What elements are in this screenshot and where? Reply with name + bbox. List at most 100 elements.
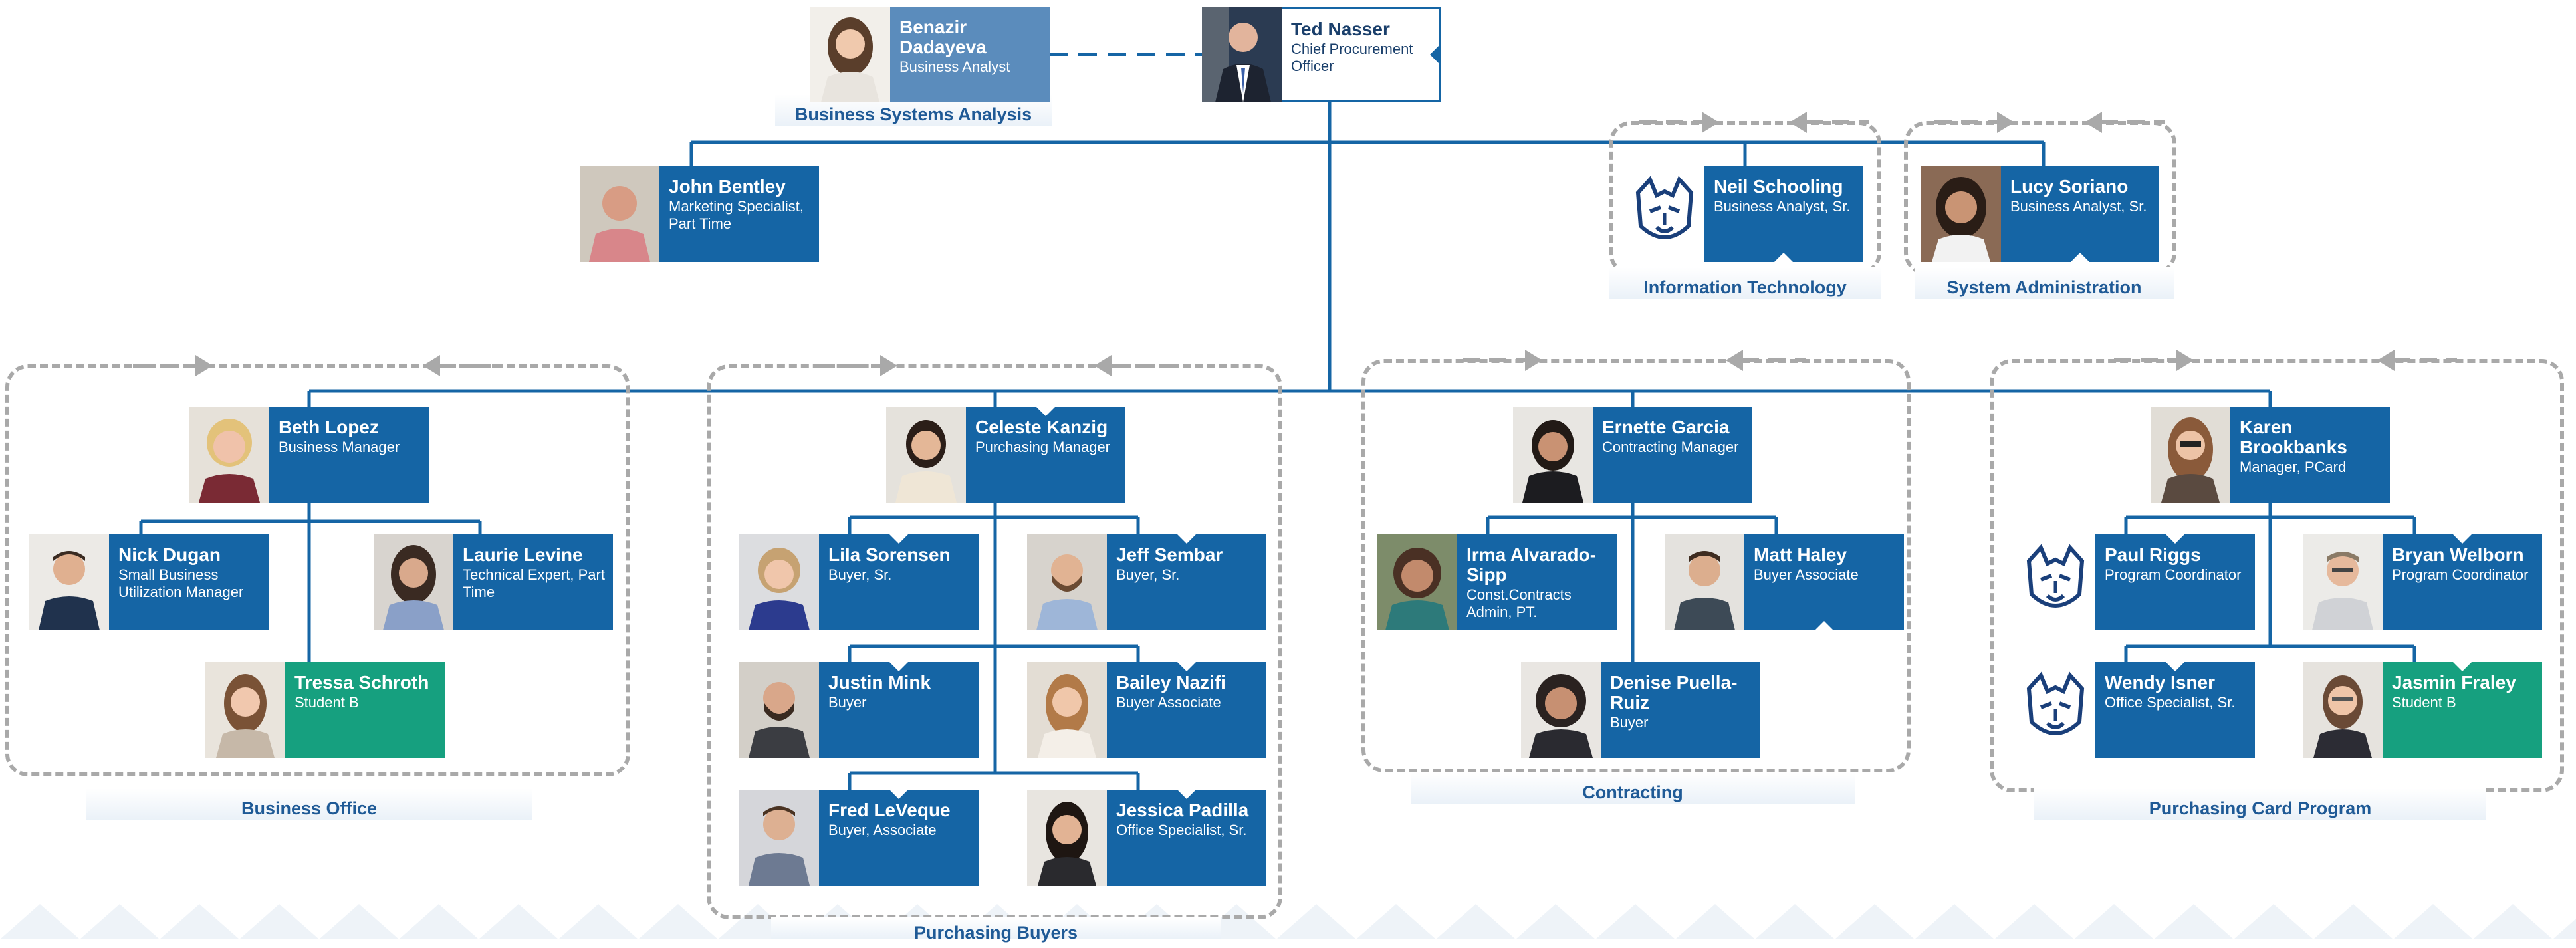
group-label-business-office: Business Office: [86, 788, 532, 820]
person-card-celeste-kanzig[interactable]: Celeste Kanzig Purchasing Manager: [886, 407, 1125, 503]
person-title: Office Specialist, Sr.: [1116, 822, 1247, 838]
person-photo: [1665, 534, 1744, 630]
person-info: Paul Riggs Program Coordinator: [2095, 534, 2255, 630]
person-card-ernette-garcia[interactable]: Ernette Garcia Contracting Manager: [1513, 407, 1752, 503]
person-card-lila-sorensen[interactable]: Lila Sorensen Buyer, Sr.: [739, 534, 979, 630]
person-name: Fred LeVeque: [828, 800, 951, 820]
person-name: Bryan Welborn: [2392, 544, 2524, 565]
person-photo: [1202, 7, 1282, 102]
person-title: Chief Procurement Officer: [1291, 41, 1413, 74]
person-info: Bailey Nazifi Buyer Associate: [1107, 662, 1266, 758]
person-name: Denise Puella-Ruiz: [1610, 672, 1738, 713]
person-photo: [739, 790, 819, 886]
person-title: Buyer, Sr.: [828, 566, 892, 583]
person-card-wendy-isner[interactable]: Wendy Isner Office Specialist, Sr.: [2016, 662, 2255, 758]
person-photo: [1521, 662, 1601, 758]
person-card-beth-lopez[interactable]: Beth Lopez Business Manager: [189, 407, 429, 503]
person-card-ted-nasser[interactable]: Ted Nasser Chief Procurement Officer: [1202, 7, 1441, 102]
right-arrow-icon: [133, 355, 213, 376]
person-card-laurie-levine[interactable]: Laurie Levine Technical Expert, Part Tim…: [374, 534, 613, 630]
person-name: Bailey Nazifi: [1116, 672, 1226, 693]
person-name: Tressa Schroth: [294, 672, 429, 693]
group-label-pcard: Purchasing Card Program: [2034, 788, 2486, 820]
person-info: Tressa Schroth Student B: [285, 662, 445, 758]
person-info: Beth Lopez Business Manager: [269, 407, 429, 503]
person-photo: [1027, 790, 1107, 886]
person-card-nick-dugan[interactable]: Nick Dugan Small Business Utilization Ma…: [29, 534, 269, 630]
person-photo: [29, 534, 109, 630]
left-arrow-icon: [1726, 350, 1806, 371]
wildcat-logo-icon: [1625, 166, 1704, 262]
person-photo: [739, 534, 819, 630]
person-title: Technical Expert, Part Time: [463, 566, 605, 600]
person-photo: [580, 166, 659, 262]
person-info: Wendy Isner Office Specialist, Sr.: [2095, 662, 2255, 758]
person-name: Matt Haley: [1754, 544, 1847, 565]
person-info: Ernette Garcia Contracting Manager: [1593, 407, 1752, 503]
person-card-matt-haley[interactable]: Matt Haley Buyer Associate: [1665, 534, 1904, 630]
person-info: Justin Mink Buyer: [819, 662, 979, 758]
person-card-neil-schooling[interactable]: Neil Schooling Business Analyst, Sr.: [1625, 166, 1863, 262]
person-name: Laurie Levine: [463, 544, 583, 565]
person-card-jeff-sembar[interactable]: Jeff Sembar Buyer, Sr.: [1027, 534, 1266, 630]
person-info: Benazir Dadayeva Business Analyst: [890, 7, 1050, 102]
person-card-bryan-welborn[interactable]: Bryan Welborn Program Coordinator: [2303, 534, 2542, 630]
person-card-denise-puella-ruiz[interactable]: Denise Puella-Ruiz Buyer: [1521, 662, 1760, 758]
person-name: Lila Sorensen: [828, 544, 951, 565]
person-card-karen-brookbanks[interactable]: Karen Brookbanks Manager, PCard: [2151, 407, 2390, 503]
person-card-paul-riggs[interactable]: Paul Riggs Program Coordinator: [2016, 534, 2255, 630]
group-frame-contracting: [1361, 359, 1911, 772]
person-photo: [810, 7, 890, 102]
person-title: Manager, PCard: [2240, 459, 2347, 475]
person-name: Paul Riggs: [2105, 544, 2201, 565]
person-card-jessica-padilla[interactable]: Jessica Padilla Office Specialist, Sr.: [1027, 790, 1266, 886]
person-card-bailey-nazifi[interactable]: Bailey Nazifi Buyer Associate: [1027, 662, 1266, 758]
person-title: Contracting Manager: [1602, 439, 1739, 455]
person-info: Lila Sorensen Buyer, Sr.: [819, 534, 979, 630]
person-card-lucy-soriano[interactable]: Lucy Soriano Business Analyst, Sr.: [1921, 166, 2159, 262]
person-title: Student B: [294, 694, 359, 711]
person-name: Jessica Padilla: [1116, 800, 1249, 820]
person-info: Ted Nasser Chief Procurement Officer: [1282, 7, 1441, 102]
person-name: Justin Mink: [828, 672, 931, 693]
person-name: Lucy Soriano: [2010, 176, 2129, 197]
person-card-tressa-schroth[interactable]: Tressa Schroth Student B: [205, 662, 445, 758]
person-card-fred-leveque[interactable]: Fred LeVeque Buyer, Associate: [739, 790, 979, 886]
person-title: Buyer, Associate: [828, 822, 937, 838]
person-name: Irma Alvarado-Sipp: [1466, 544, 1597, 585]
person-card-benazir-dadayeva[interactable]: Benazir Dadayeva Business Analyst: [810, 7, 1050, 102]
wildcat-logo-icon: [2016, 662, 2095, 758]
right-arrow-icon: [2114, 350, 2194, 371]
person-name: Ernette Garcia: [1602, 417, 1730, 437]
person-name: John Bentley: [669, 176, 786, 197]
person-photo: [1027, 662, 1107, 758]
person-info: Lucy Soriano Business Analyst, Sr.: [2001, 166, 2159, 262]
group-label-system-administration: System Administration: [1915, 267, 2174, 299]
person-name: Nick Dugan: [118, 544, 221, 565]
person-info: Celeste Kanzig Purchasing Manager: [966, 407, 1125, 503]
person-title: Small Business Utilization Manager: [118, 566, 244, 600]
person-info: Matt Haley Buyer Associate: [1744, 534, 1904, 630]
person-info: Irma Alvarado-Sipp Const.Contracts Admin…: [1457, 534, 1617, 630]
person-title: Const.Contracts Admin, PT.: [1466, 586, 1572, 620]
person-photo: [1921, 166, 2001, 262]
person-name: Jeff Sembar: [1116, 544, 1223, 565]
person-title: Business Analyst: [899, 59, 1010, 75]
left-arrow-icon: [1094, 355, 1174, 376]
person-photo: [2303, 662, 2383, 758]
person-card-jasmin-fraley[interactable]: Jasmin Fraley Student B: [2303, 662, 2542, 758]
person-photo: [2303, 534, 2383, 630]
person-title: Buyer Associate: [1754, 566, 1859, 583]
person-photo: [189, 407, 269, 503]
person-name: Jasmin Fraley: [2392, 672, 2516, 693]
group-label-purchasing-buyers: Purchasing Buyers: [771, 917, 1221, 943]
person-card-irma-alvarado-sipp[interactable]: Irma Alvarado-Sipp Const.Contracts Admin…: [1377, 534, 1617, 630]
right-arrow-icon: [1934, 112, 2014, 133]
person-card-john-bentley[interactable]: John Bentley Marketing Specialist, Part …: [580, 166, 819, 262]
person-info: Bryan Welborn Program Coordinator: [2383, 534, 2542, 630]
person-info: John Bentley Marketing Specialist, Part …: [659, 166, 819, 262]
person-card-justin-mink[interactable]: Justin Mink Buyer: [739, 662, 979, 758]
left-arrow-icon: [1790, 112, 1869, 133]
group-frame-business-office: [5, 364, 630, 776]
